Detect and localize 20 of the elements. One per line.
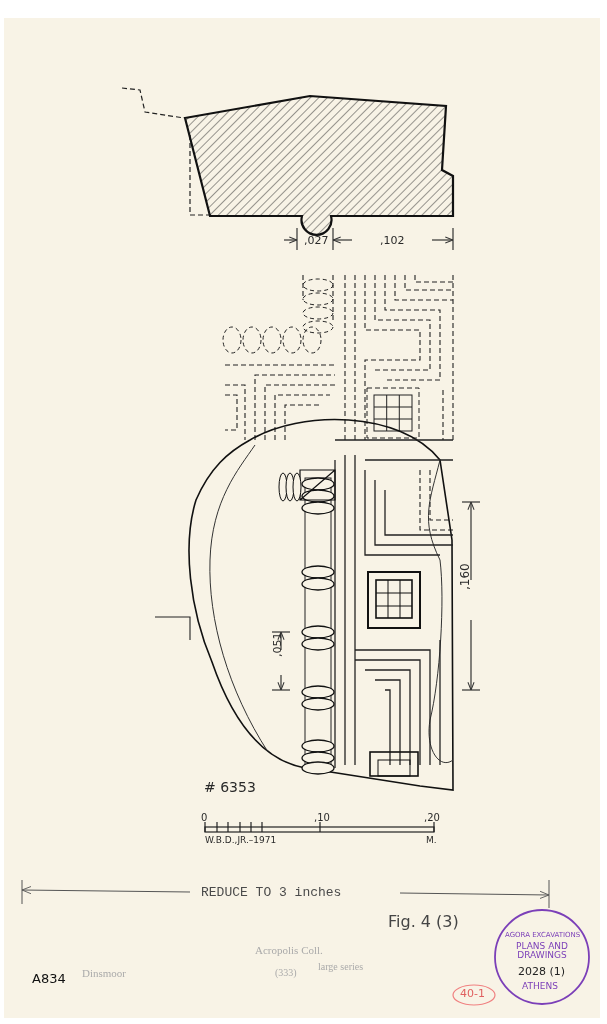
stamp-text: ATHENS: [522, 982, 558, 991]
pencil-note: (333): [275, 968, 297, 978]
dimension-label: ,027: [304, 235, 329, 246]
stamp-text: PLANS AND DRAWINGS: [515, 942, 569, 960]
scale-label: ,20: [424, 813, 440, 823]
figure-number: Fig. 4 (3): [388, 914, 459, 930]
dimension-label: ,102: [380, 235, 405, 246]
sheet-number: 40-1: [460, 988, 485, 999]
scale-unit: M.: [426, 836, 437, 845]
dimension-label: ,160: [459, 563, 471, 590]
draftsman-credit: W.B.D.,JR.–1971: [205, 836, 277, 845]
pencil-note: large series: [318, 962, 364, 972]
scale-label: ,10: [314, 813, 330, 823]
pencil-note: Dinsmoor: [82, 968, 126, 979]
dimension-label: ,051: [272, 632, 283, 657]
pencil-note: Acropolis Coll.: [255, 945, 323, 956]
sheet-number: A834: [32, 972, 66, 985]
catalogue-number: # 6353: [204, 780, 256, 794]
stamp-number: 2028 (1): [518, 966, 566, 977]
scale-label: 0: [201, 813, 208, 823]
